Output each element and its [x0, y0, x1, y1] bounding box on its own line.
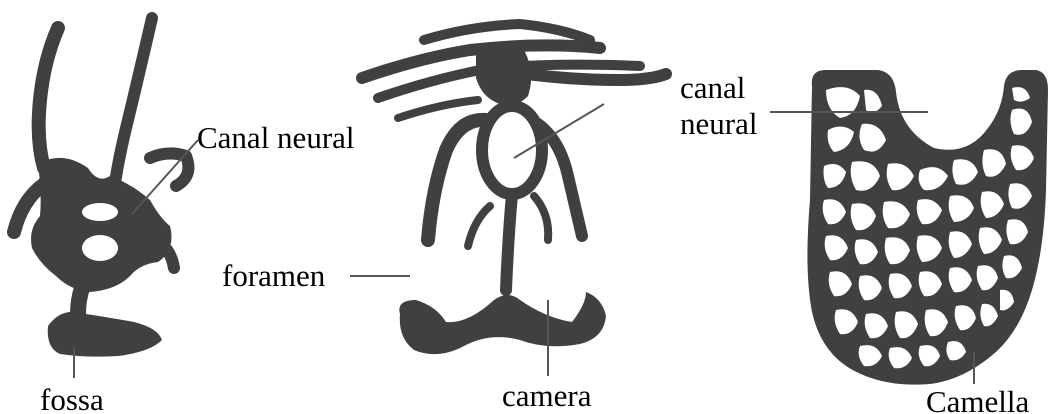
- canal-neural-left-label: Canal neural: [197, 120, 355, 155]
- middle-process-3: [424, 24, 590, 40]
- camella-label: Camella: [926, 384, 1030, 414]
- left-lower-hole: [82, 235, 118, 261]
- middle-camera-base: [399, 292, 606, 354]
- middle-inner-strut-right: [534, 196, 548, 240]
- canal-neural-right-label-line1: canal: [680, 70, 745, 105]
- left-fossa-base: [48, 312, 162, 357]
- left-vertebra: [14, 18, 188, 357]
- left-spine-2: [114, 18, 152, 190]
- middle-upper-knot: [476, 45, 531, 105]
- left-neural-canal-hole: [82, 203, 118, 221]
- foramen-label: foramen: [222, 258, 326, 293]
- middle-vertebra: [362, 24, 666, 354]
- middle-central-strut: [506, 194, 512, 290]
- middle-process-5: [398, 100, 478, 118]
- left-stem: [78, 288, 82, 314]
- left-spine-1: [39, 28, 58, 168]
- fossa-label: fossa: [40, 382, 104, 414]
- left-central-body: [31, 158, 172, 292]
- right-vertebra: [807, 70, 1048, 385]
- canal-neural-right-label-line2: neural: [680, 106, 757, 141]
- middle-inner-strut-left: [468, 206, 490, 246]
- camera-label: camera: [502, 378, 592, 413]
